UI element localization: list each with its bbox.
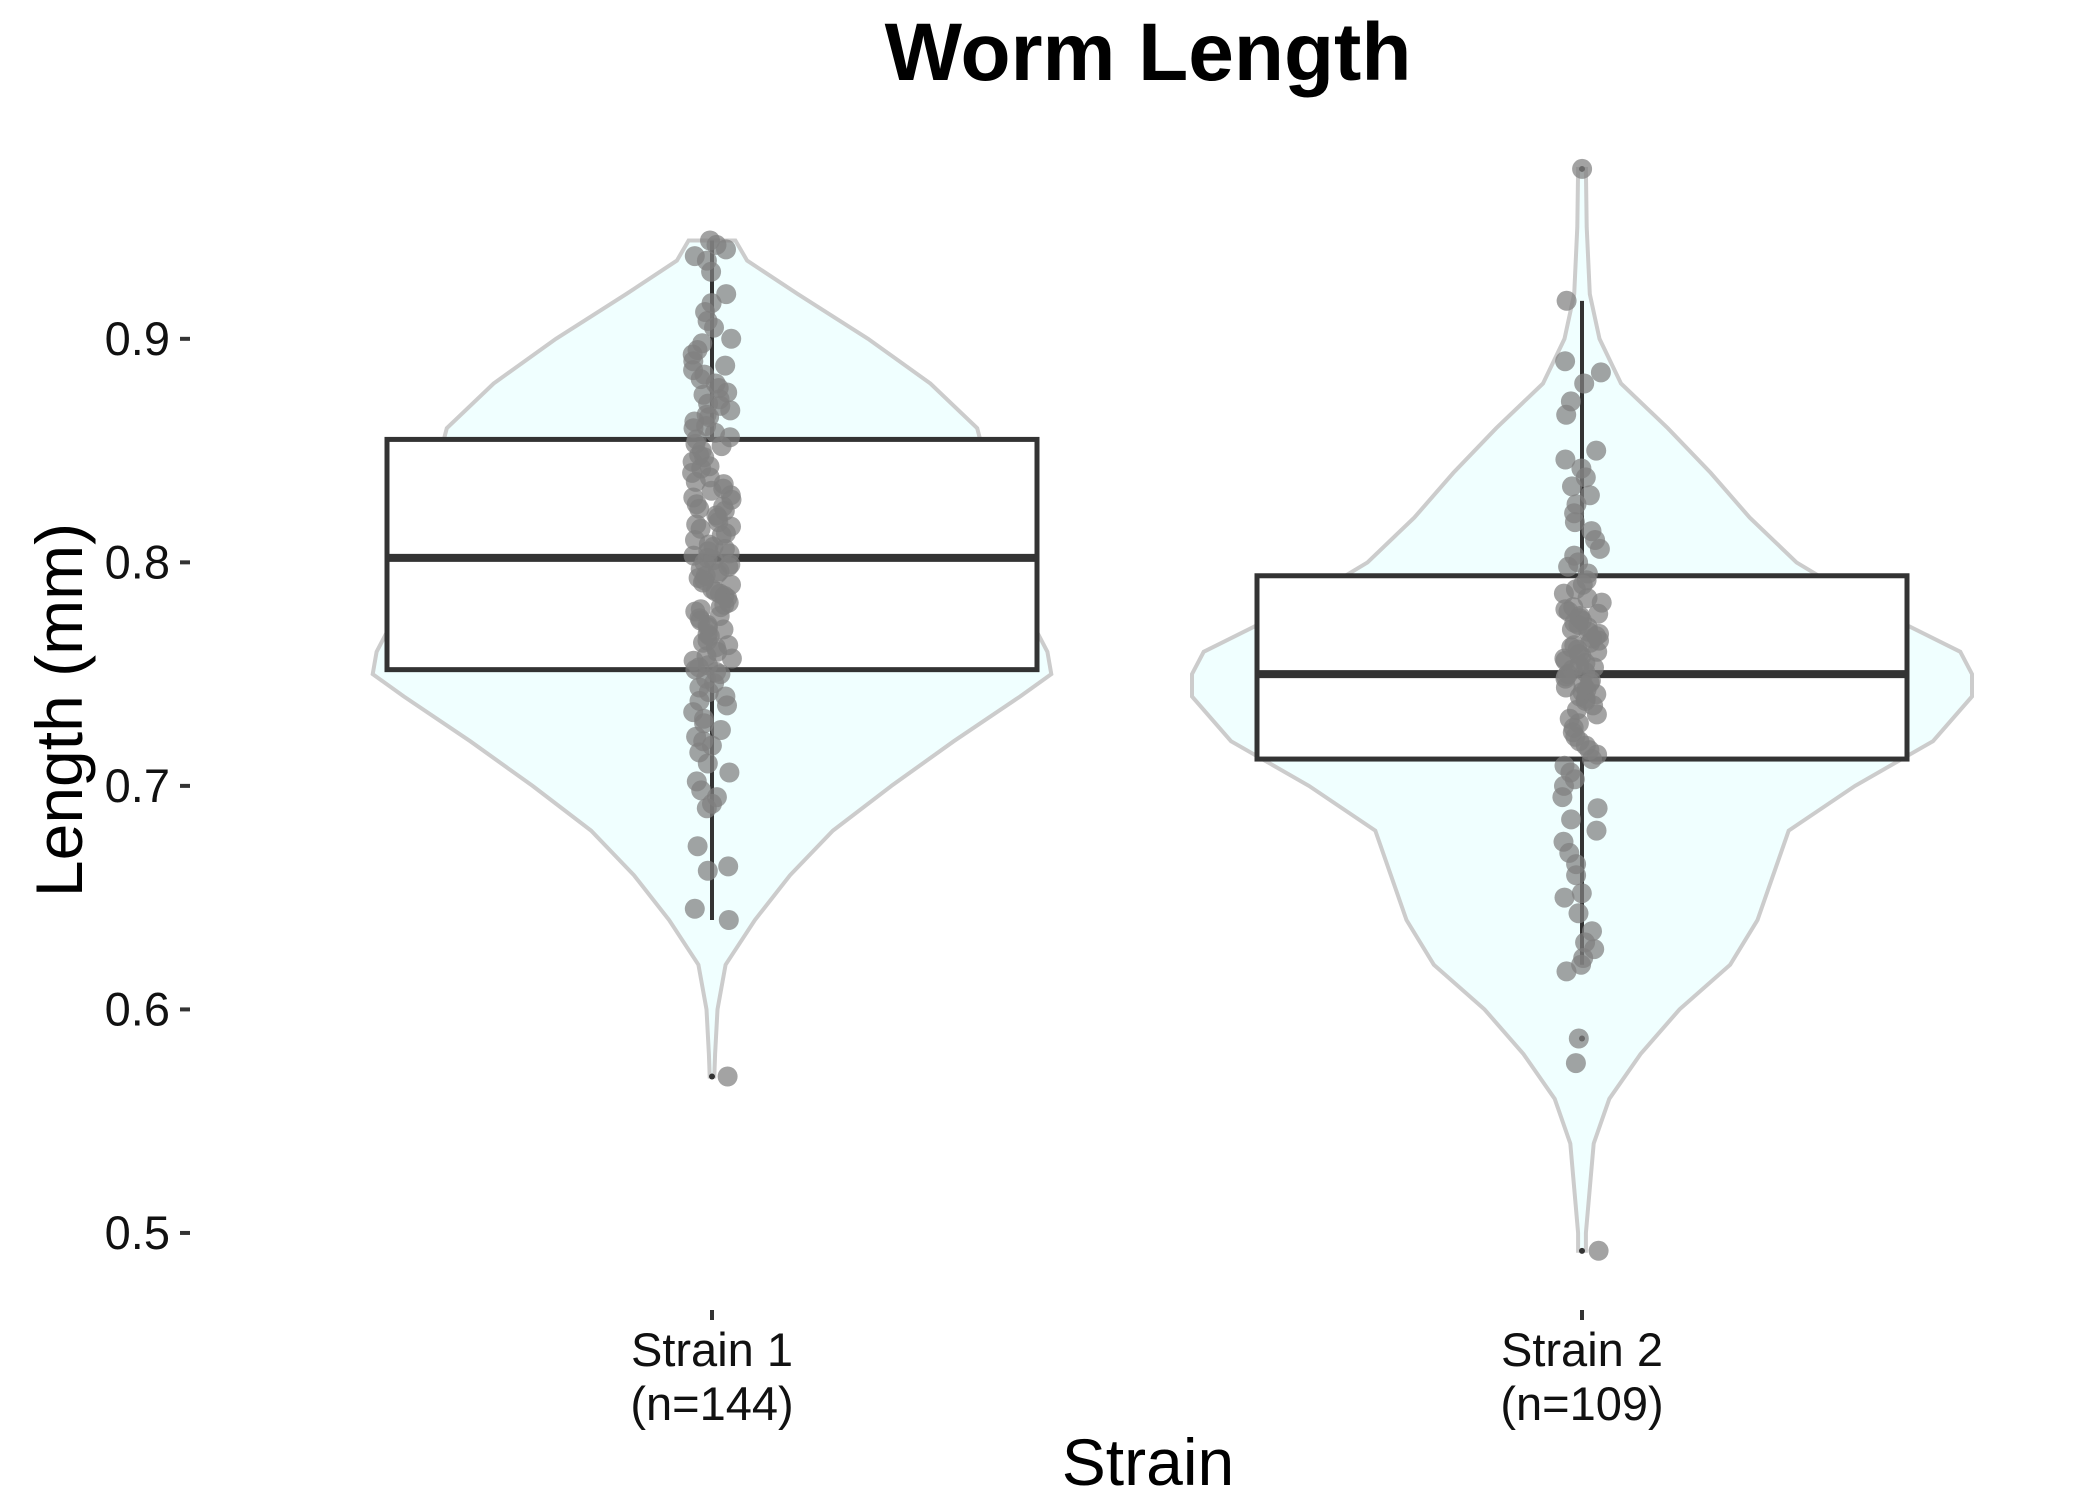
data-point: [718, 910, 739, 930]
data-point: [1581, 521, 1602, 542]
data-point: [1564, 545, 1585, 566]
x-tick-sample-size: (n=144): [630, 1377, 793, 1430]
data-point: [1564, 635, 1585, 656]
data-point: [701, 293, 722, 314]
y-tick-label: 0.6: [105, 982, 170, 1035]
y-tick-label: 0.8: [105, 535, 170, 588]
y-tick-label: 0.9: [105, 312, 170, 365]
data-point: [718, 635, 739, 656]
y-axis-title: Length (mm): [22, 523, 96, 897]
data-point: [1582, 921, 1602, 942]
data-point: [716, 284, 737, 305]
data-point: [1565, 1053, 1586, 1074]
outlier-point: [1579, 1247, 1585, 1254]
y-tick-label: 0.7: [105, 759, 170, 812]
data-point: [720, 427, 740, 448]
data-point: [1556, 290, 1577, 311]
data-point: [715, 686, 736, 707]
data-point: [1579, 485, 1600, 506]
outlier-point: [709, 1073, 715, 1080]
data-point: [1568, 903, 1589, 924]
data-point: [1571, 883, 1592, 904]
data-point: [719, 762, 740, 783]
data-point: [1560, 391, 1581, 412]
data-point: [1571, 458, 1592, 479]
data-point: [721, 328, 742, 349]
data-point: [1553, 831, 1574, 852]
data-point: [687, 836, 708, 857]
data-point: [1554, 755, 1575, 776]
data-point: [715, 355, 736, 376]
data-point: [1568, 1028, 1589, 1049]
data-point: [684, 898, 705, 919]
data-point: [1555, 449, 1576, 470]
x-tick-sample-size: (n=109): [1500, 1377, 1663, 1430]
x-tick-label: Strain 1: [631, 1323, 793, 1376]
data-point: [710, 720, 731, 740]
data-point: [1572, 158, 1593, 179]
data-point: [1586, 440, 1607, 461]
data-point: [1561, 809, 1582, 830]
x-tick-label: Strain 2: [1501, 1323, 1663, 1376]
data-point: [718, 856, 739, 877]
data-point: [721, 574, 741, 595]
data-point: [1586, 820, 1607, 841]
data-point: [1587, 798, 1608, 819]
x-axis-title: Strain: [1062, 1425, 1234, 1499]
data-point: [686, 771, 707, 792]
data-point: [717, 1066, 738, 1087]
data-point: [706, 787, 727, 808]
data-point: [1554, 887, 1575, 908]
data-point: [684, 246, 705, 267]
data-point: [697, 860, 718, 881]
data-point: [700, 230, 720, 251]
chart-title: Worm Length: [885, 7, 1412, 98]
data-point: [683, 487, 704, 508]
data-point: [1574, 373, 1595, 394]
data-point: [690, 599, 711, 620]
data-point: [686, 514, 707, 535]
data-point: [692, 333, 713, 354]
data-point: [1588, 1240, 1609, 1261]
y-tick-label: 0.5: [105, 1206, 170, 1259]
data-point: [1590, 362, 1611, 383]
point-layer: [682, 158, 1612, 1261]
y-axis: 0.5 0.6 0.7 0.8 0.9: [105, 312, 190, 1259]
x-axis: Strain 1(n=144) Strain 2(n=109): [630, 1310, 1664, 1430]
data-point: [1555, 351, 1576, 372]
